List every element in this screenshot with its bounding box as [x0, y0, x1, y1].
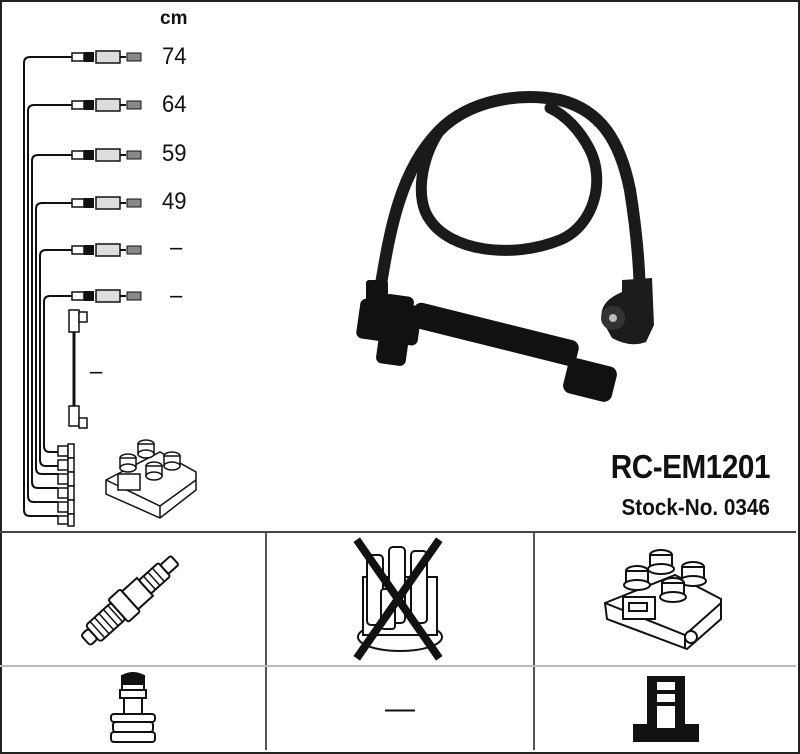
- cable-length-5: –: [170, 234, 183, 261]
- cell-coil-terminal: [535, 667, 796, 750]
- cell-no-adapter: —: [267, 667, 533, 750]
- stock-number: Stock-No. 0346: [621, 494, 770, 520]
- cable-length-2: 64: [162, 91, 187, 118]
- compatibility-grid: —: [0, 533, 796, 750]
- cable-length-3: 59: [162, 140, 187, 167]
- grid-divider: [265, 533, 267, 750]
- spark-plug-icon: [80, 555, 179, 646]
- cable-set-panel: cm 74 64 59 49 – – – RC-EM1201 Stock-No.…: [0, 8, 796, 533]
- part-number: RC-EM1201: [610, 448, 771, 485]
- cell-ignition-coil: [535, 533, 796, 665]
- distributor-cap-icon: [353, 537, 443, 661]
- cell-plug-terminal: [0, 667, 265, 750]
- ignition-coil-icon: [603, 549, 722, 651]
- cable-length-6: –: [170, 282, 183, 309]
- not-applicable-dash: —: [385, 691, 415, 725]
- cable-length-7: –: [90, 358, 103, 385]
- plug-terminal-icon: [109, 671, 156, 743]
- cell-distributor-cap: [267, 533, 533, 665]
- grid-divider: [533, 533, 535, 750]
- not-included-cross-icon: [353, 537, 443, 661]
- cell-spark-plug: [0, 533, 265, 665]
- cable-length-4: 49: [162, 188, 187, 215]
- coil-terminal-icon: [632, 675, 699, 742]
- grid-divider: [0, 665, 796, 667]
- cable-length-1: 74: [162, 43, 187, 70]
- cable-layout-diagram: [23, 50, 197, 527]
- unit-label: cm: [160, 8, 188, 29]
- ignition-cable-photo: [356, 91, 654, 402]
